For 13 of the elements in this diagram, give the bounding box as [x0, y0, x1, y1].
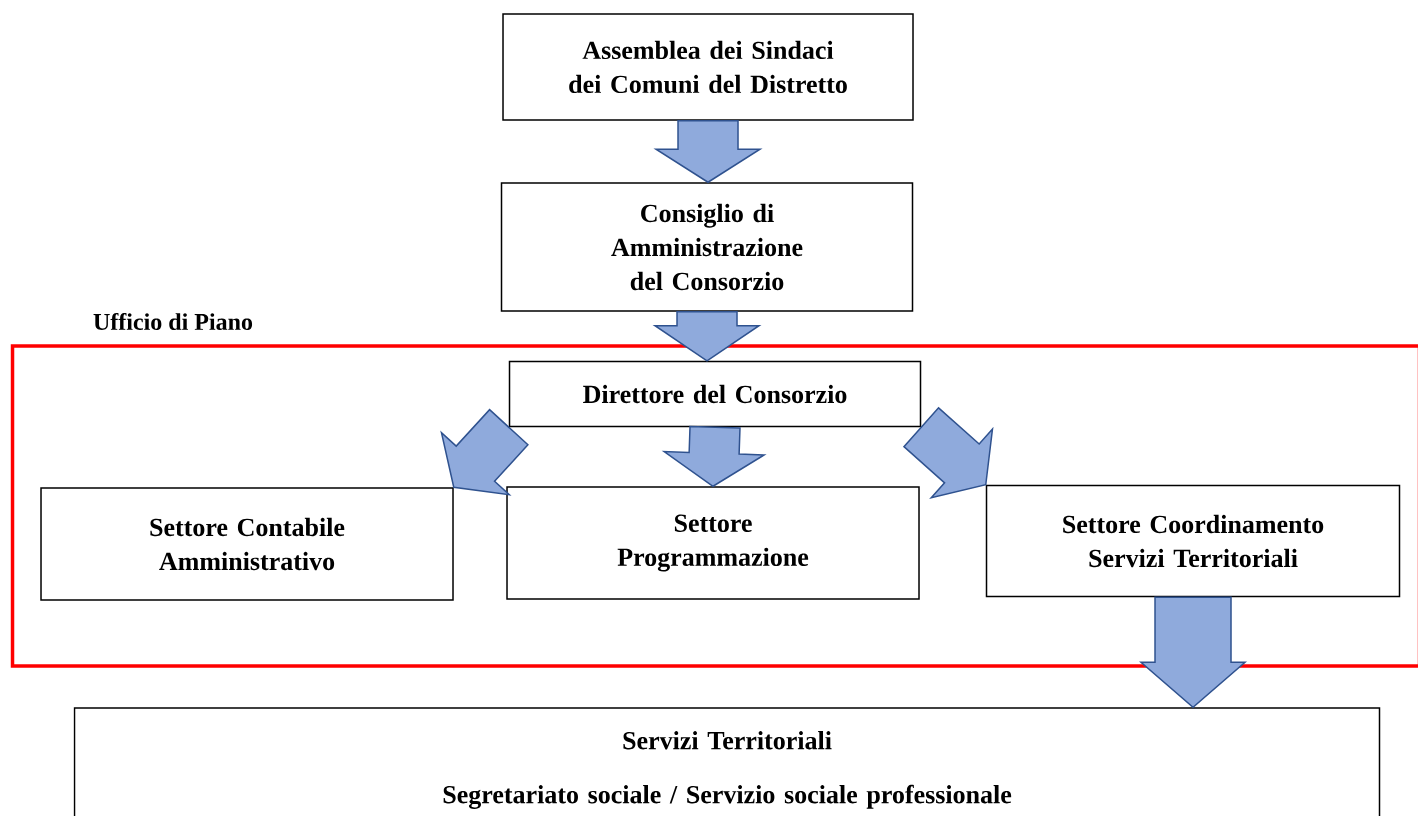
block-arrow: [652, 311, 762, 362]
block-arrow: [653, 120, 763, 184]
text-box: Settore Contabile Amministrativo: [40, 487, 454, 601]
block-arrow: [440, 408, 529, 496]
block-arrow: [1139, 596, 1248, 709]
text-box: Settore Coordinamento Servizi Territoriali: [985, 484, 1401, 598]
node-label: Ufficio di Piano: [93, 312, 253, 331]
text-box: Servizi Territoriali Segretariato sociale / Servizio sociale professionale: [73, 707, 1381, 816]
block-arrow: [661, 425, 767, 488]
text-box: Settore Programmazione: [506, 486, 920, 600]
text-box: Consiglio di Amministrazione del Consorzio: [500, 182, 914, 312]
text-box: Assemblea dei Sindaci dei Comuni del Distretto: [502, 13, 914, 121]
text-box: Direttore del Consorzio: [508, 360, 922, 428]
